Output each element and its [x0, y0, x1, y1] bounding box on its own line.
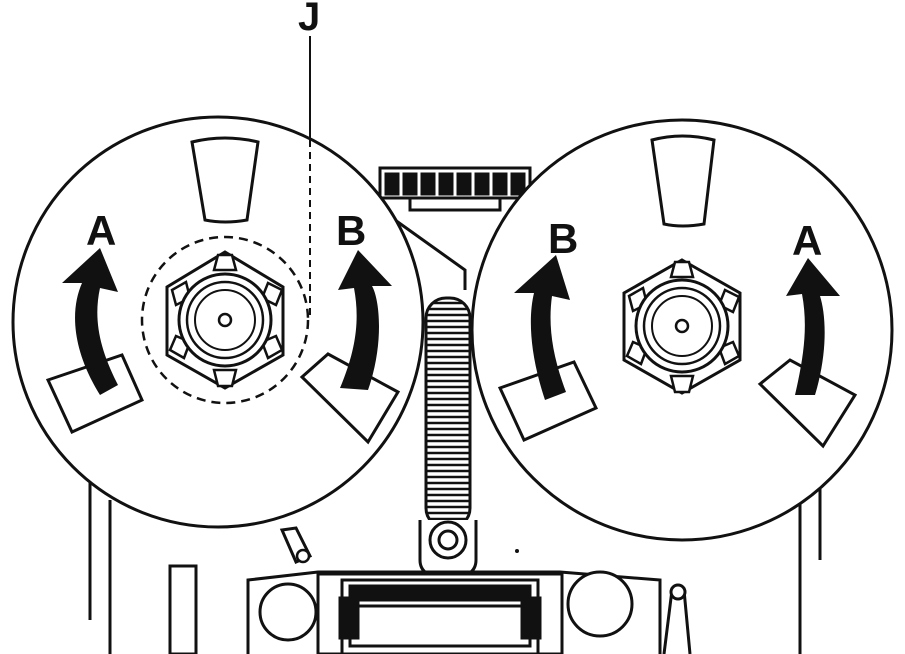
reel-window — [650, 134, 716, 228]
guide-roller — [566, 570, 634, 638]
head-block — [246, 570, 662, 654]
callout-j: J — [298, 0, 320, 318]
direction-label: A — [86, 207, 116, 254]
curved-arrow-icon — [786, 258, 840, 395]
reel-hub — [165, 250, 285, 390]
left-reel: A B — [11, 115, 425, 529]
tension-arm — [418, 296, 478, 580]
curved-arrow-icon — [62, 248, 118, 395]
gear-teeth — [384, 172, 526, 196]
guide-roller — [258, 582, 318, 642]
direction-label: A — [792, 217, 822, 264]
right-reel: B A — [470, 118, 894, 542]
reel-window — [299, 352, 401, 445]
curved-arrow-icon — [514, 255, 570, 400]
marker-dot — [515, 549, 519, 553]
direction-label: B — [548, 215, 578, 262]
reel-window — [190, 136, 260, 224]
guide-post-left — [279, 526, 313, 564]
reel-window — [757, 358, 858, 449]
svg-text:J: J — [298, 0, 320, 39]
pinch-post-right — [662, 583, 692, 654]
direction-label: B — [336, 207, 366, 254]
curved-arrow-icon — [338, 250, 392, 390]
deck-chassis — [88, 166, 822, 654]
reel-hub — [622, 258, 742, 395]
